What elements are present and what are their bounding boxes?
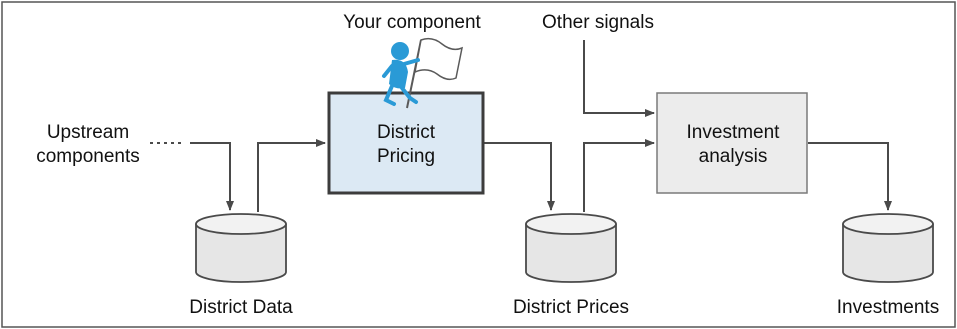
- arrow-district-data-to-pricing: [257, 139, 326, 212]
- arrow-pricing-to-district-prices: [484, 142, 555, 211]
- upstream-components-label-1: Upstream: [47, 122, 129, 143]
- upstream-components-label-2: components: [36, 146, 140, 167]
- figure-leg-left: [383, 84, 396, 106]
- investments-db-top: [842, 213, 934, 235]
- investments-database-icon: [842, 213, 934, 283]
- district-pricing-rect: [327, 91, 485, 195]
- figure-arm-left: [382, 64, 394, 78]
- arrow-upstream-to-district-data: [190, 142, 234, 211]
- investment-analysis-box: Investment analysis: [656, 92, 808, 194]
- connectors: [150, 40, 892, 212]
- arrow-analysis-to-investments: [808, 142, 892, 211]
- investment-analysis-label-1: Investment: [687, 122, 781, 143]
- district-pricing-label-2: Pricing: [377, 146, 435, 167]
- flag: [414, 37, 464, 81]
- district-pricing-label-1: District: [377, 122, 436, 143]
- investment-analysis-label-2: analysis: [699, 146, 768, 167]
- other-signals-label: Other signals: [542, 12, 654, 33]
- investments-db-body: [842, 224, 934, 283]
- district-data-label: District Data: [189, 297, 293, 318]
- investment-analysis-rect: [656, 92, 808, 194]
- district-prices-db-top: [525, 213, 617, 235]
- district-data-db-top: [195, 213, 287, 235]
- figure-head: [391, 42, 409, 60]
- district-data-database-icon: [195, 213, 287, 283]
- district-prices-label: District Prices: [513, 297, 629, 318]
- district-prices-db-body: [525, 224, 617, 283]
- person-with-flag-icon: [382, 37, 464, 109]
- district-prices-database-icon: [525, 213, 617, 283]
- investments-label: Investments: [837, 297, 939, 318]
- arrow-other-signals-to-analysis: [583, 40, 655, 117]
- district-data-db-body: [195, 224, 287, 283]
- your-component-label: Your component: [343, 12, 481, 33]
- figure-leg-right: [400, 86, 418, 104]
- district-pricing-box: District Pricing: [327, 91, 485, 195]
- arrow-district-prices-to-analysis: [583, 139, 655, 212]
- figure-arm-right: [402, 58, 420, 66]
